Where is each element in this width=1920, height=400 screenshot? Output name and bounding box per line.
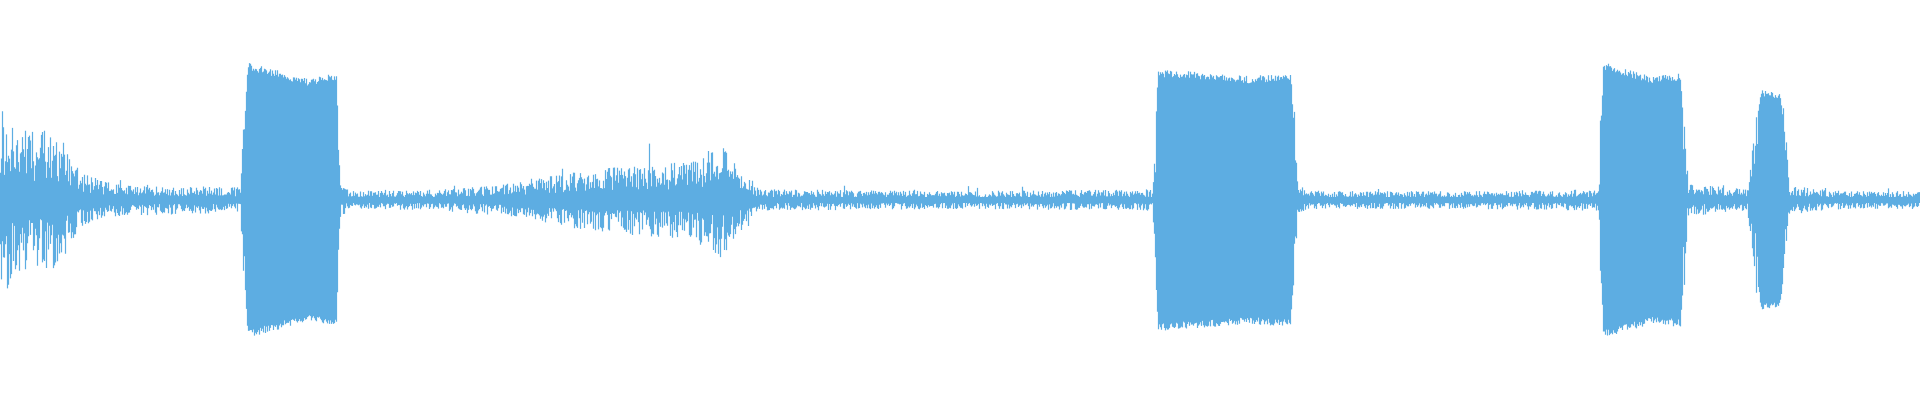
waveform-bars: [0, 63, 1920, 336]
